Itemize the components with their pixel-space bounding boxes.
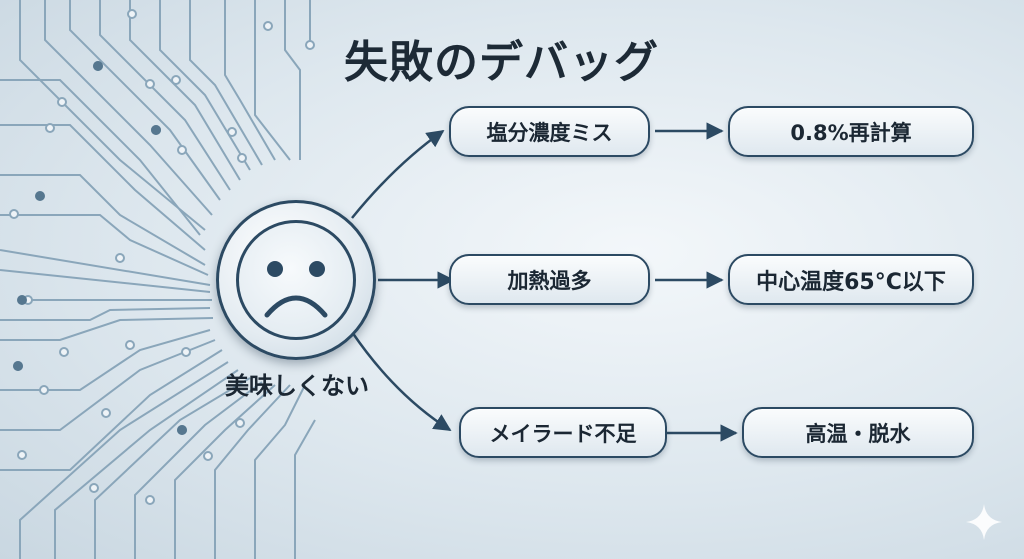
sparkle-icon [966,504,1002,540]
cause-node: 塩分濃度ミス [449,106,650,157]
problem-node [216,200,376,360]
fix-node: 0.8%再計算 [728,106,974,157]
sad-face-icon [264,261,328,318]
fix-node: 高温・脱水 [742,407,974,458]
problem-label: 美味しくない [225,372,369,400]
page-title: 失敗のデバッグ [344,37,659,88]
fix-node: 中心温度65°C以下 [728,254,974,305]
cause-node: メイラード不足 [459,407,667,458]
cause-node: 加熱過多 [449,254,650,305]
